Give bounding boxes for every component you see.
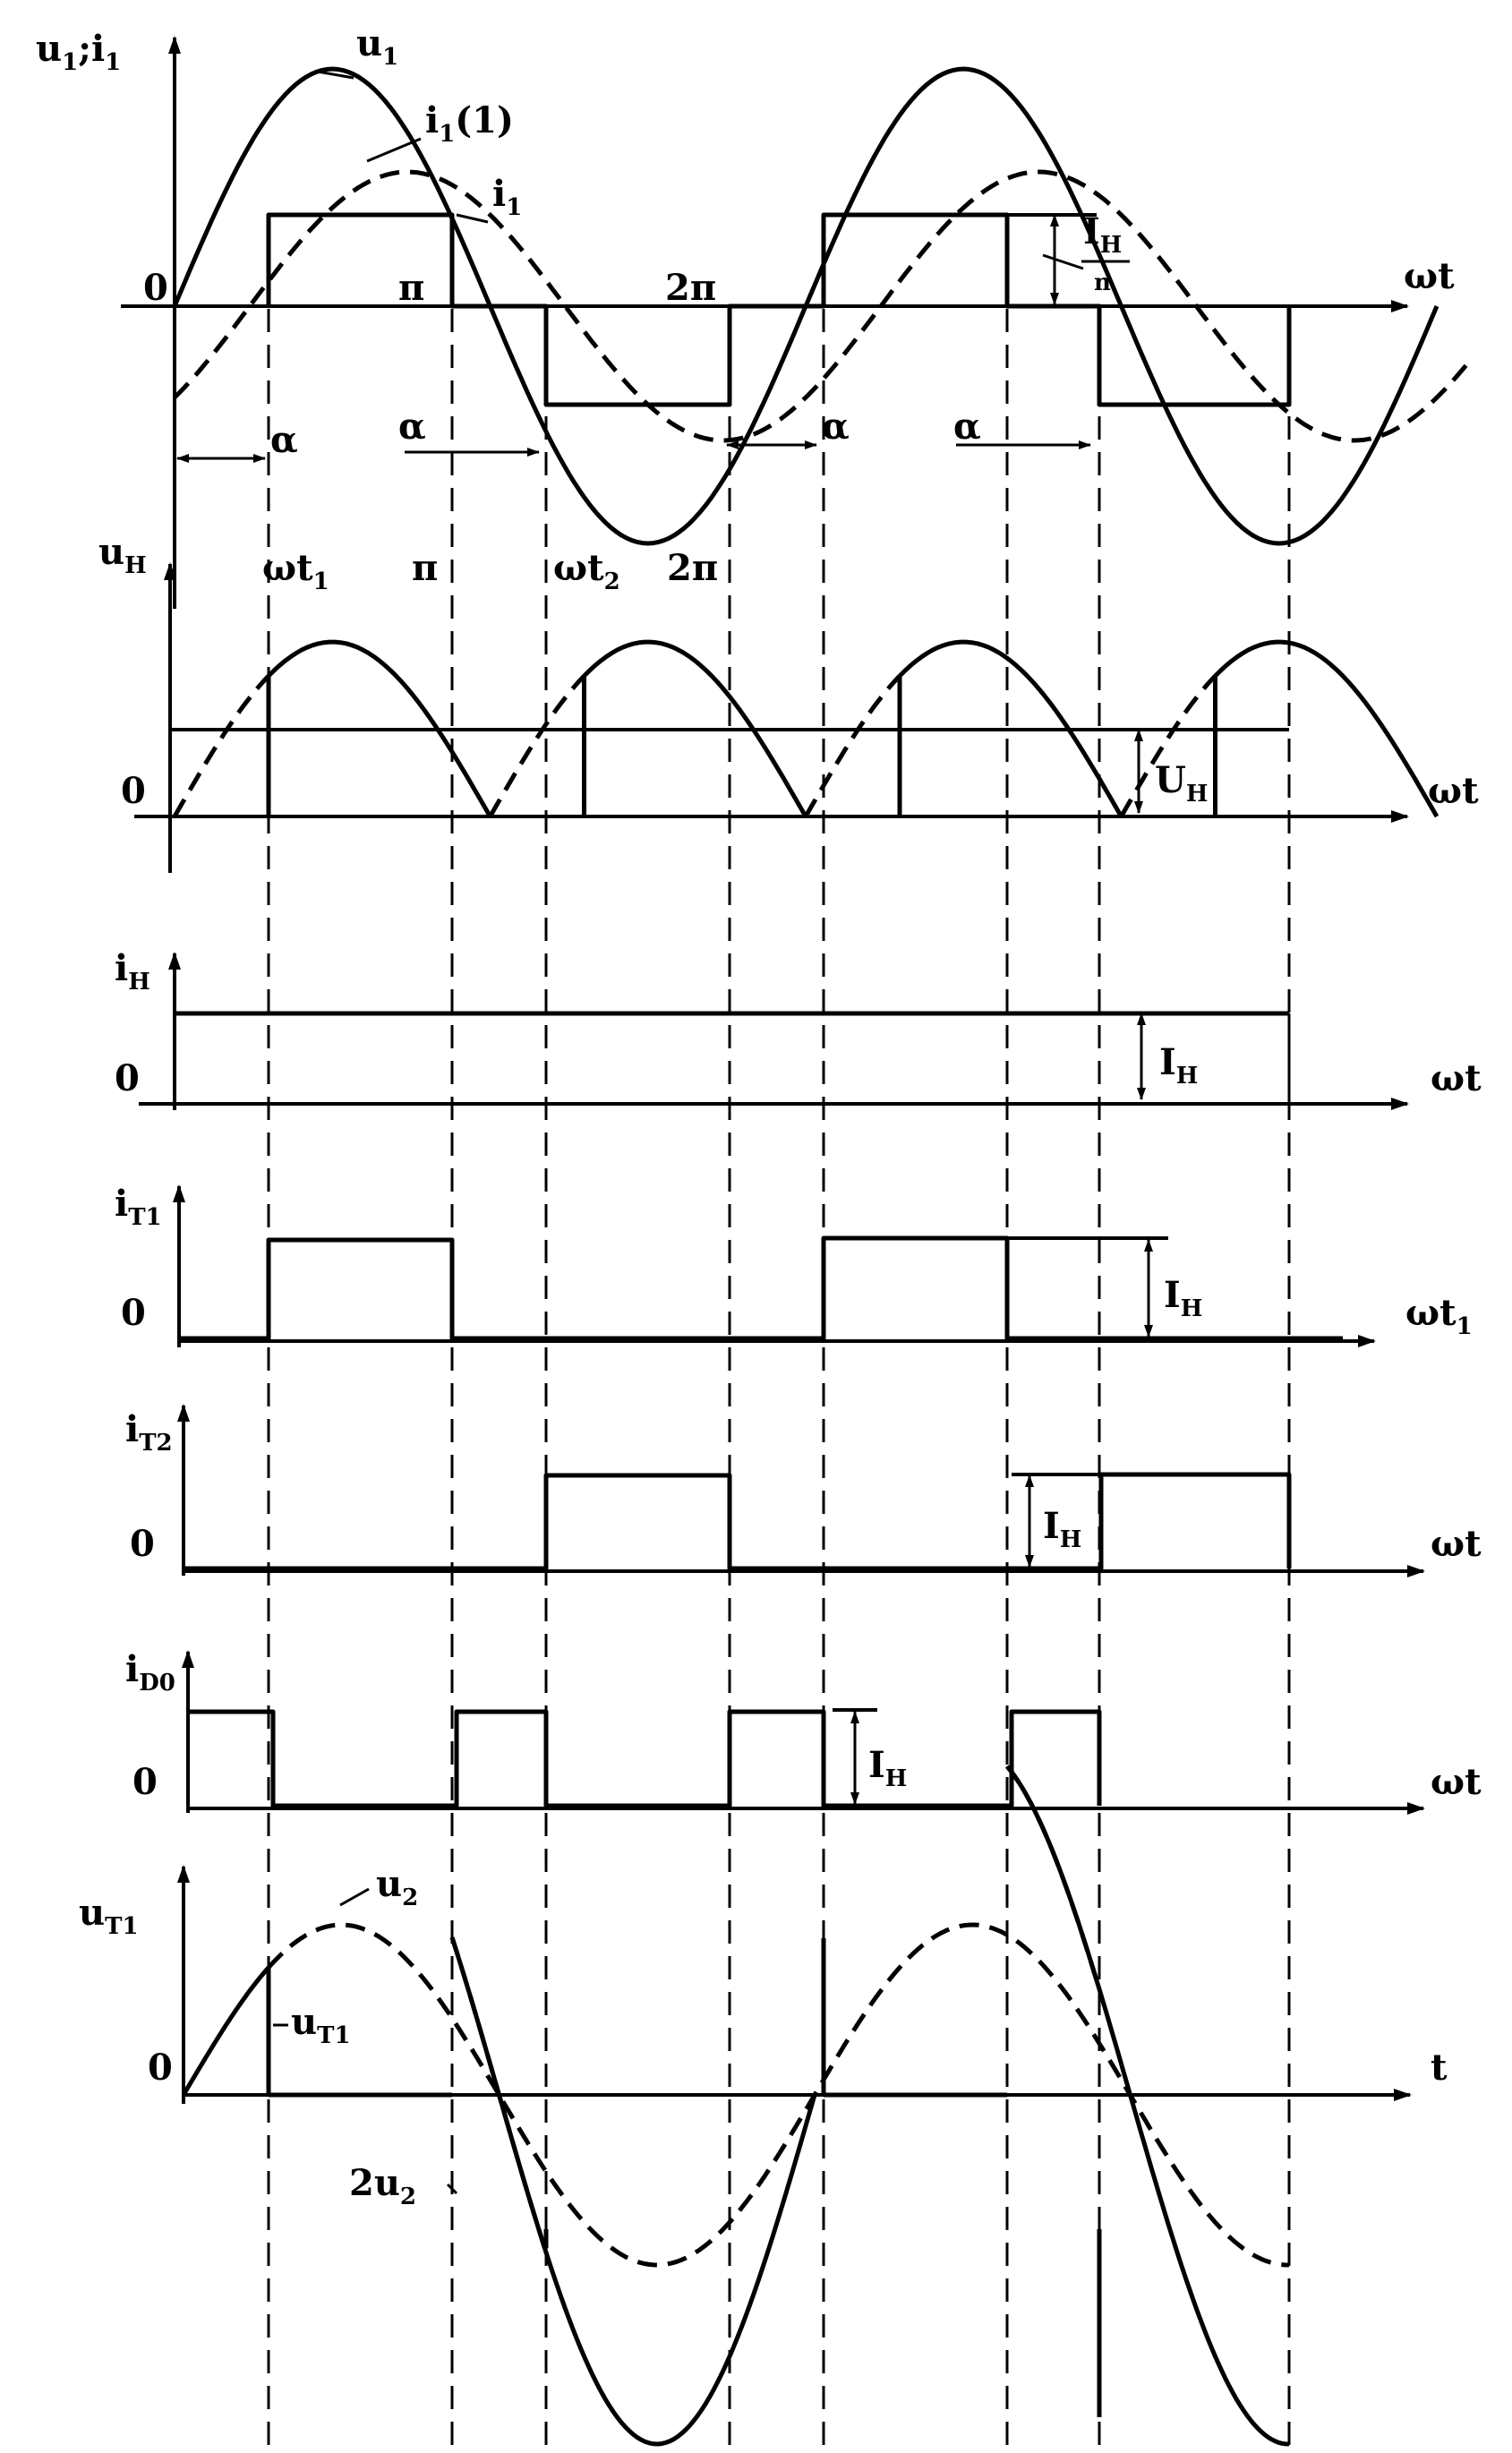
- leader-lines: [273, 70, 1084, 2195]
- pi-label-2: π: [412, 547, 438, 589]
- axes: [121, 36, 1425, 2104]
- it2-waveform: [184, 1472, 1292, 1571]
- ut1-negative-2: [1005, 1765, 1290, 2447]
- p5-x-label: ωt: [1431, 1523, 1482, 1565]
- ut1-label: uT1: [291, 2001, 351, 2049]
- id0-waveform: [188, 1709, 1102, 1808]
- ih-label-p5: IH: [1043, 1505, 1081, 1553]
- two-pi-label-2: 2π: [667, 547, 718, 589]
- p3-y-label: iH: [115, 947, 150, 996]
- alpha-1: α: [270, 419, 298, 461]
- wt1-label: ωt1: [262, 547, 329, 595]
- i1-label: i1: [492, 173, 522, 221]
- ut1-rise-1: [181, 1966, 270, 2097]
- uh-solid-segment: [267, 639, 492, 818]
- u2-label: u2: [376, 1863, 418, 1911]
- u2-dashed: [267, 1922, 1290, 2268]
- p7-y-label: uT1: [79, 1892, 139, 1940]
- i1-fundamental-waveform: [173, 169, 1474, 443]
- p2-x-label: ωt: [1428, 770, 1479, 812]
- wt2-label: ωt2: [553, 547, 620, 595]
- p3-zero: 0: [115, 1057, 140, 1099]
- uh-label: UH: [1155, 759, 1208, 808]
- ih-over-n-bottom: n: [1094, 269, 1111, 296]
- it1-waveform: [179, 1235, 1343, 1341]
- p1-zero: 0: [143, 267, 168, 309]
- p7-zero: 0: [148, 2047, 173, 2089]
- p1-pi: π: [398, 267, 424, 309]
- alpha-2: α: [398, 406, 426, 448]
- p1-two-pi: 2π: [665, 267, 716, 309]
- uh-solid-segment: [582, 639, 808, 818]
- uh-solid-segment: [898, 639, 1123, 818]
- p5-y-label: iT2: [125, 1408, 173, 1457]
- uh-solid-segment: [1213, 639, 1439, 818]
- uh-dashed-segment: [172, 674, 270, 818]
- two-u2-dashed-2: [1005, 1765, 1102, 1990]
- p4-x-label: ωt1: [1405, 1292, 1473, 1340]
- uh-dashed-segment: [803, 674, 901, 818]
- ih-label-p6: IH: [868, 1744, 907, 1792]
- ut1-negative-1: [449, 1936, 817, 2447]
- alpha-3: α: [822, 406, 850, 448]
- text-labels: u1;i1 u1 i1(1) i1 IH n 0 π 2π ωt α α α α…: [36, 22, 1482, 2210]
- ih-label-p3: IH: [1159, 1041, 1198, 1090]
- p5-zero: 0: [130, 1523, 155, 1565]
- dimension-arrows: [176, 213, 1168, 1805]
- alpha-4: α: [953, 406, 981, 448]
- uh-dashed-segment: [488, 674, 586, 818]
- waveforms: [170, 66, 1474, 2447]
- p6-x-label: ωt: [1431, 1761, 1482, 1803]
- u1-label: u1: [356, 22, 398, 71]
- i1-fundamental-label: i1(1): [425, 99, 514, 148]
- two-u2-label: 2u2: [349, 2162, 416, 2210]
- p6-y-label: iD0: [125, 1648, 175, 1697]
- p3-x-label: ωt: [1431, 1057, 1482, 1099]
- p6-zero: 0: [132, 1761, 158, 1803]
- dashed-guide-lines: [267, 309, 1291, 2453]
- ih-label-p4: IH: [1164, 1274, 1202, 1322]
- p1-x-label: ωt: [1404, 255, 1455, 297]
- p4-zero: 0: [121, 1292, 146, 1334]
- ih-over-n-top: IH: [1083, 210, 1122, 259]
- p7-x-label: t: [1431, 2047, 1448, 2089]
- i1-square-waveform: [266, 212, 1292, 407]
- p4-y-label: iT1: [115, 1183, 162, 1231]
- p2-y-label: uH: [98, 531, 147, 579]
- p1-y-label: u1;i1: [36, 28, 121, 76]
- p2-zero: 0: [121, 770, 146, 812]
